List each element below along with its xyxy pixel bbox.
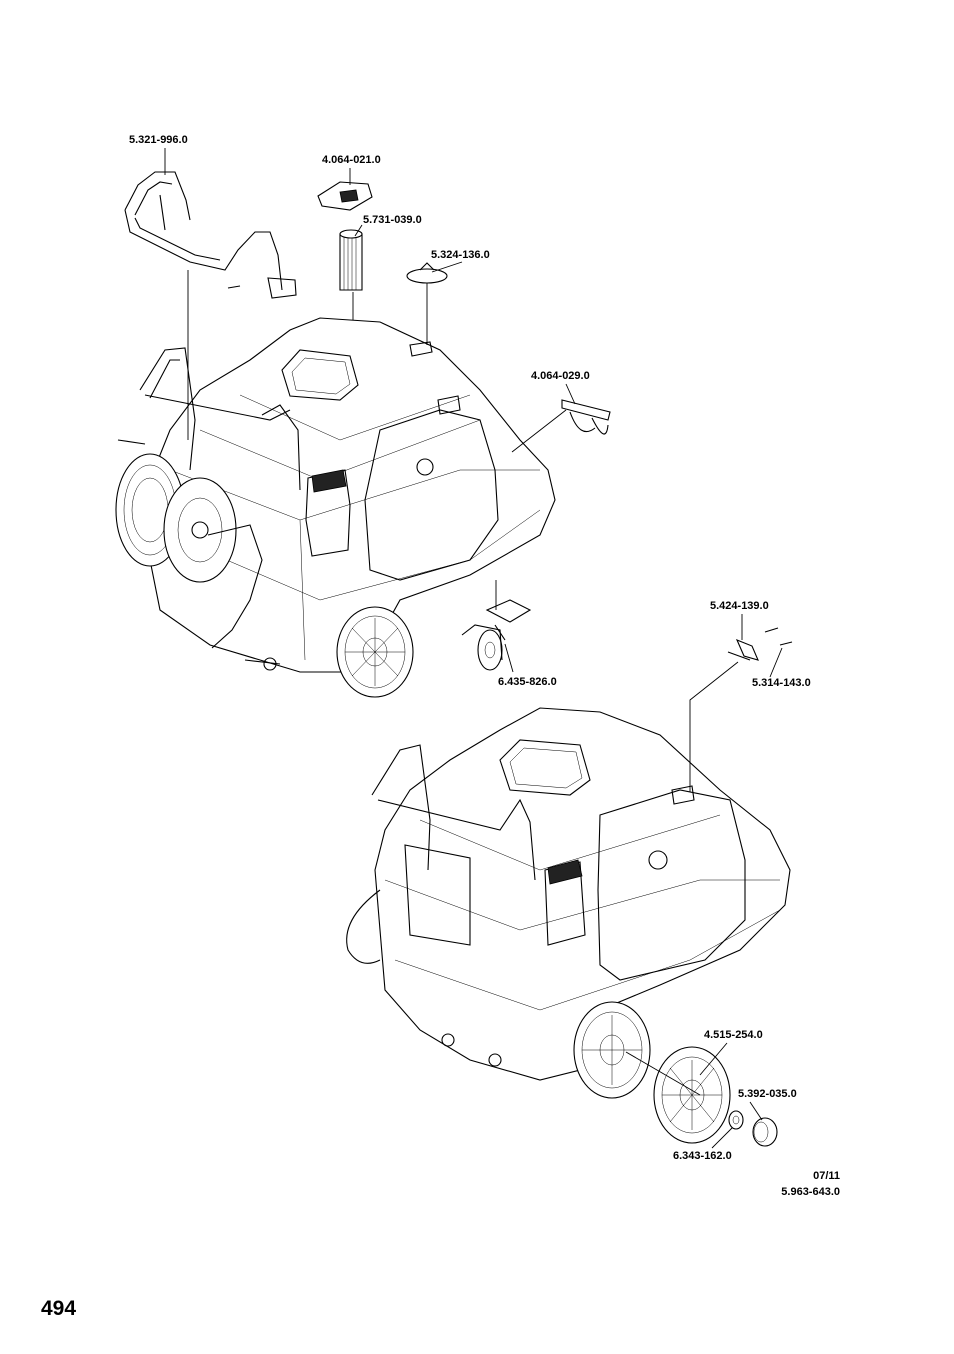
part-label-latch: 5.424-139.0	[710, 600, 769, 612]
footer-date: 07/11	[813, 1170, 840, 1182]
filter-part	[339, 229, 363, 291]
clip-part	[561, 399, 611, 435]
wheel-top-machine	[336, 606, 414, 698]
wheel-bottom-machine	[573, 1001, 651, 1099]
part-label-pin: 5.314-143.0	[752, 677, 811, 689]
part-label-clip: 4.064-029.0	[531, 370, 590, 382]
cover-part	[317, 181, 373, 211]
latch-part	[727, 627, 793, 661]
part-label-washer: 6.343-162.0	[673, 1150, 732, 1162]
machine-top-view	[115, 317, 556, 698]
page-number: 494	[41, 1297, 77, 1320]
cap-part	[406, 262, 448, 284]
part-label-wheel: 4.515-254.0	[704, 1029, 763, 1041]
washer-part	[728, 1110, 744, 1130]
machine-bottom-view	[346, 707, 791, 1099]
footer-drawing-number: 5.963-643.0	[781, 1186, 840, 1198]
hub-cap-part	[752, 1117, 778, 1147]
part-label-cap: 5.324-136.0	[431, 249, 490, 261]
hose-reel	[115, 439, 263, 649]
part-label-caster: 6.435-826.0	[498, 676, 557, 688]
handle-part	[124, 171, 297, 299]
part-label-hub-cap: 5.392-035.0	[738, 1088, 797, 1100]
part-label-cover: 4.064-021.0	[322, 154, 381, 166]
part-label-filter: 5.731-039.0	[363, 214, 422, 226]
caster-part	[461, 599, 532, 671]
part-label-handle: 5.321-996.0	[129, 134, 188, 146]
loose-wheel-part	[653, 1046, 731, 1144]
